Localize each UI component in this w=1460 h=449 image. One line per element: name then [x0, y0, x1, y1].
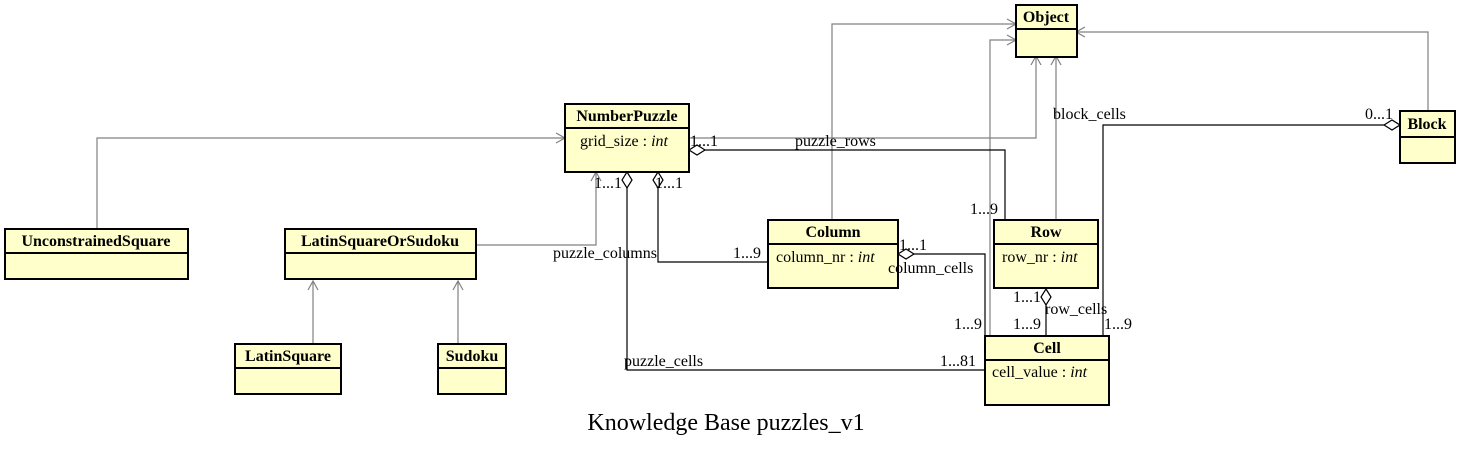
aggregation-diamond-column-cells — [896, 248, 916, 260]
multiplicity-puzzle-columns-puzzle: 1...1 — [655, 175, 683, 192]
class-object-name: Object — [1023, 9, 1070, 26]
attribute-cell-value: cell_value : int — [992, 364, 1088, 381]
association-puzzle-rows — [705, 149, 1006, 220]
association-name-puzzle-cells: puzzle_cells — [624, 353, 703, 370]
association-puzzle-cells — [626, 188, 985, 371]
class-block-name: Block — [1407, 116, 1446, 133]
multiplicity-puzzle-cells-cell: 1...81 — [940, 353, 976, 370]
attribute-row-nr: row_nr : int — [1002, 249, 1078, 266]
inheritance-block-object — [1074, 26, 1429, 110]
class-sudoku[interactable]: Sudoku — [437, 343, 507, 395]
association-name-puzzle-rows: puzzle_rows — [795, 133, 876, 150]
multiplicity-column-cells-column: 1...1 — [899, 237, 927, 254]
class-latinsquare[interactable]: LatinSquare — [234, 343, 342, 395]
class-latinsquare-name: LatinSquare — [245, 348, 331, 365]
class-column-name: Column — [805, 224, 860, 241]
aggregation-diamond-row-cells — [1040, 287, 1052, 307]
inheritance-cell-object — [989, 34, 1018, 336]
class-latinsquareorsudoku[interactable]: LatinSquareOrSudoku — [284, 228, 477, 280]
aggregation-diamond-puzzle-rows — [687, 144, 707, 156]
aggregation-diamond-puzzle-columns — [652, 170, 664, 190]
class-row-name: Row — [1030, 224, 1062, 241]
multiplicity-block-cells-cell: 1...9 — [1104, 316, 1132, 333]
class-row[interactable]: Row row_nr : int — [993, 219, 1099, 289]
class-object[interactable]: Object — [1015, 4, 1078, 58]
inheritance-unconstrainedsquare-numberpuzzle — [96, 132, 567, 230]
attribute-grid-size: grid_size : int — [580, 133, 669, 150]
attribute-column-nr: column_nr : int — [776, 249, 875, 266]
association-name-block-cells: block_cells — [1053, 106, 1126, 123]
multiplicity-puzzle-columns-column: 1...9 — [733, 245, 761, 262]
class-unconstrainedsquare-name: UnconstrainedSquare — [21, 233, 170, 250]
multiplicity-row-cells-cell: 1...9 — [1013, 316, 1041, 333]
multiplicity-puzzle-cells-puzzle: 1...1 — [594, 175, 622, 192]
association-name-puzzle-columns: puzzle_columns — [553, 245, 657, 262]
inheritance-column-object — [831, 18, 1018, 220]
association-puzzle-columns — [657, 188, 768, 263]
class-sudoku-name: Sudoku — [446, 348, 499, 365]
class-unconstrainedsquare[interactable]: UnconstrainedSquare — [4, 228, 189, 280]
aggregation-diamond-puzzle-cells — [621, 170, 633, 190]
multiplicity-puzzle-rows-row: 1...9 — [970, 201, 998, 218]
class-numberpuzzle[interactable]: NumberPuzzle grid_size : int — [564, 103, 690, 173]
class-block[interactable]: Block — [1399, 110, 1456, 164]
class-cell[interactable]: Cell cell_value : int — [984, 335, 1110, 406]
class-numberpuzzle-name: NumberPuzzle — [576, 108, 677, 125]
multiplicity-row-cells-row: 1...1 — [1013, 289, 1041, 306]
class-cell-name: Cell — [1033, 340, 1061, 357]
multiplicity-column-cells-cell: 1...9 — [954, 316, 982, 333]
multiplicity-block-cells-block: 0...1 — [1365, 106, 1393, 123]
class-latinsquareorsudoku-name: LatinSquareOrSudoku — [301, 233, 459, 250]
association-name-row-cells: row_cells — [1045, 301, 1107, 318]
association-block-cells — [1102, 124, 1384, 336]
association-name-column-cells: column_cells — [888, 260, 973, 277]
inheritance-latinsquareorsudoku-numberpuzzle — [476, 170, 602, 246]
multiplicity-puzzle-rows-puzzle: 1...1 — [690, 133, 718, 150]
association-column-cells — [914, 253, 986, 336]
inheritance-numberpuzzle-object — [688, 54, 1042, 139]
class-column[interactable]: Column column_nr : int — [767, 219, 899, 289]
diagram-caption: Knowledge Base puzzles_v1 — [587, 410, 864, 436]
